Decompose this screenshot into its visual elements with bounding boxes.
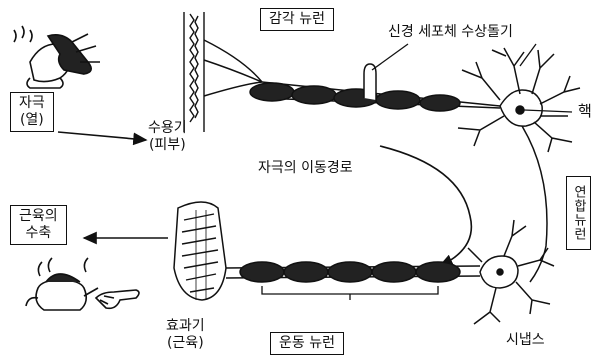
- neuron-cell-body: [458, 48, 580, 152]
- synapse-label: 시냅스: [506, 332, 545, 349]
- hand-on-kettle-icon: [14, 26, 100, 88]
- receptor-skin: [184, 12, 204, 132]
- effector-label: 효과기 (근육): [166, 318, 205, 352]
- muscle-contraction-label: 근육의 수축: [10, 205, 67, 245]
- stimulus-path-label: 자극의 이동경로: [258, 160, 353, 177]
- stimulus-label-line1: 자극: [19, 95, 45, 112]
- receptor-label: 수용기 (피부): [148, 120, 187, 154]
- receptor-label-line2: (피부): [148, 137, 187, 154]
- sensory-myelin-sheath: [250, 83, 460, 111]
- stimulus-label: 자극 (열): [10, 92, 54, 132]
- interneuron-fiber: [522, 126, 547, 282]
- cell-body-pointer: [372, 44, 408, 70]
- effector-muscle: [174, 202, 226, 300]
- cell-body-dendrite-label: 신경 세포체 수상돌기: [388, 24, 513, 41]
- interneuron-label: 연합뉴런: [566, 176, 591, 250]
- stimulus-path-arrow: [380, 146, 471, 266]
- hand-near-kettle-icon: [26, 258, 139, 310]
- muscle-contraction-line1: 근육의: [19, 208, 58, 225]
- dorsal-branch: [364, 64, 376, 100]
- axon-bracket: [262, 286, 438, 300]
- nucleus-label: 핵: [578, 103, 592, 120]
- effector-label-line1: 효과기: [166, 318, 205, 335]
- motor-myelin-sheath: [240, 262, 460, 282]
- motor-neuron-label: 운동 뉴런: [270, 332, 344, 355]
- stimulus-label-line2: (열): [19, 112, 45, 129]
- motor-neuron-cell-body: [468, 220, 554, 324]
- receptor-label-line1: 수용기: [148, 120, 187, 137]
- sensory-neuron-label: 감각 뉴런: [260, 8, 334, 31]
- effector-label-line2: (근육): [166, 335, 205, 352]
- muscle-contraction-line2: 수축: [19, 225, 58, 242]
- stimulus-arrow: [58, 132, 146, 140]
